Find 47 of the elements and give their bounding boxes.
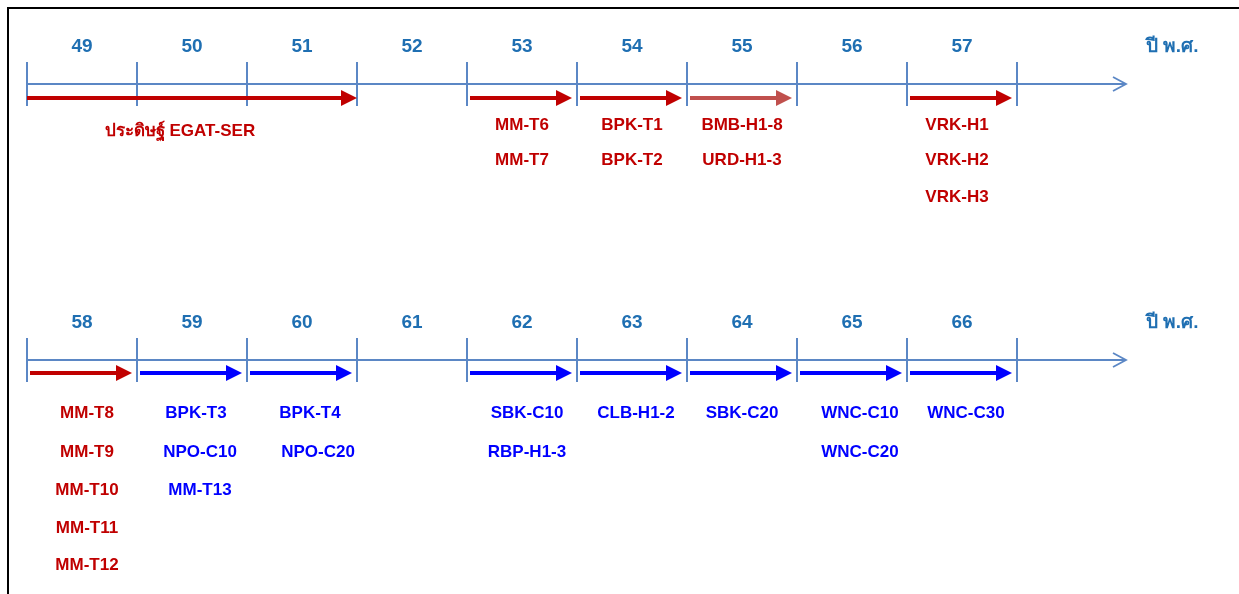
project-code: VRK-H2	[925, 149, 989, 171]
year-label: 62	[511, 310, 533, 334]
project-code: NPO-C10	[163, 441, 237, 463]
year-label: 58	[71, 310, 93, 334]
project-code: MM-T7	[495, 149, 549, 171]
project-code: VRK-H3	[925, 186, 989, 208]
project-code: VRK-H1	[925, 114, 989, 136]
project-code: BPK-T3	[165, 402, 227, 424]
project-code: CLB-H1-2	[597, 402, 675, 424]
project-code: SBK-C20	[705, 402, 779, 424]
year-label: 53	[511, 34, 533, 58]
project-code: WNC-C10	[821, 402, 899, 424]
project-code: MM-T9	[60, 441, 114, 463]
project-code: WNC-C20	[821, 441, 899, 463]
year-label: 59	[181, 310, 203, 334]
project-code: BMB-H1-8	[701, 114, 783, 136]
project-code: NPO-C20	[281, 441, 355, 463]
year-label: 63	[621, 310, 643, 334]
axis-unit-label: ปี พ.ศ.	[1145, 34, 1199, 58]
year-label: 65	[841, 310, 863, 334]
year-label: 49	[71, 34, 93, 58]
year-label: 55	[731, 34, 753, 58]
project-code: RBP-H1-3	[487, 441, 567, 463]
year-label: 52	[401, 34, 423, 58]
project-code: MM-T13	[168, 479, 232, 501]
project-code: BPK-T2	[601, 149, 663, 171]
year-label: 50	[181, 34, 203, 58]
axis-unit-label: ปี พ.ศ.	[1145, 310, 1199, 334]
year-label: 54	[621, 34, 643, 58]
year-label: 64	[731, 310, 753, 334]
project-code: WNC-C30	[927, 402, 1005, 424]
project-code: MM-T11	[55, 517, 119, 539]
project-code: MM-T8	[60, 402, 114, 424]
year-label: 51	[291, 34, 313, 58]
project-code: BPK-T4	[279, 402, 341, 424]
project-code: SBK-C10	[490, 402, 564, 424]
year-label: 56	[841, 34, 863, 58]
project-code: URD-H1-3	[702, 149, 782, 171]
project-code: BPK-T1	[601, 114, 663, 136]
project-code: MM-T6	[495, 114, 549, 136]
year-label: 61	[401, 310, 423, 334]
project-code: ประดิษฐ์ EGAT-SER	[104, 120, 256, 142]
year-label: 57	[951, 34, 973, 58]
project-code: MM-T12	[55, 554, 119, 576]
year-label: 66	[951, 310, 973, 334]
project-code: MM-T10	[55, 479, 119, 501]
year-label: 60	[291, 310, 313, 334]
